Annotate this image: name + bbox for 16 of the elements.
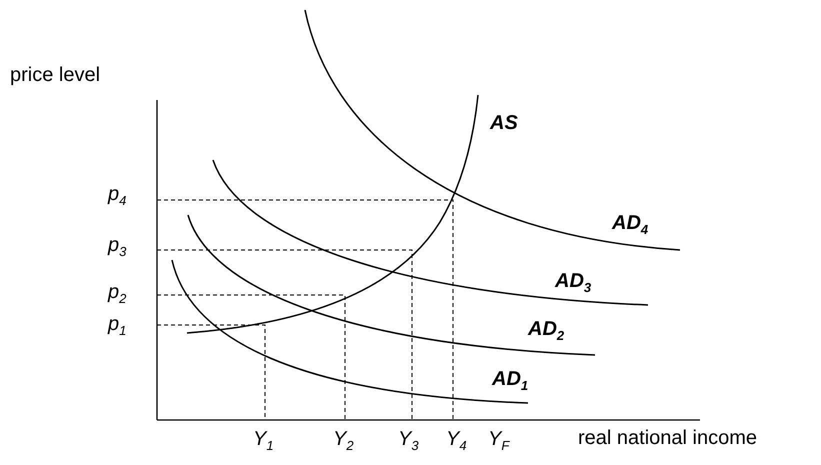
curve-label: AD$_{3}$	[555, 270, 592, 292]
curve-label: AD$_{2}$	[528, 318, 564, 340]
curve-label: AD$_{1}$	[492, 368, 528, 390]
axis-title: price level	[10, 64, 100, 86]
tick-label: Y$_{4}$	[446, 428, 467, 450]
tick-label: Y$_{3}$	[398, 428, 419, 450]
curve-label: AS	[490, 112, 518, 134]
axis-title: real national income	[578, 427, 757, 449]
curve-label: AD$_{4}$	[612, 212, 648, 234]
tick-label: Y$_{2}$	[333, 428, 354, 450]
tick-label: p$_{2}$	[108, 281, 126, 303]
tick-label: p$_{3}$	[108, 234, 126, 256]
tick-label: Y$_{1}$	[253, 428, 274, 450]
tick-label: p$_{1}$	[108, 313, 126, 335]
tick-label: p$_{4}$	[108, 183, 126, 205]
tick-label: Y$_{F}$	[488, 428, 510, 450]
